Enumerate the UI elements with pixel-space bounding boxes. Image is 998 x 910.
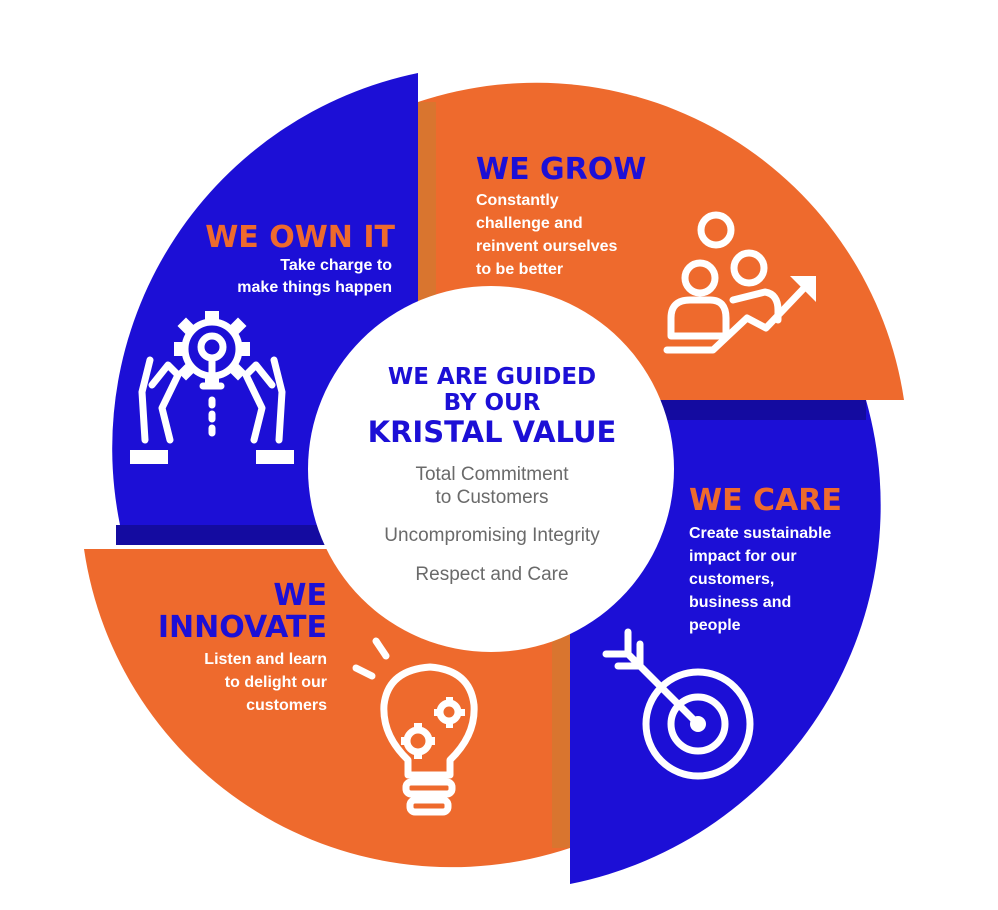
care-text: WE CARE Create sustainable impact for ou… (689, 483, 842, 634)
care-desc-line-1: Create sustainable (689, 525, 831, 542)
grow-desc-line-4: to be better (476, 261, 563, 278)
grow-desc-line-3: reinvent ourselves (476, 238, 618, 255)
gear-bulb-hands-icon (130, 311, 294, 464)
care-title: WE CARE (689, 483, 842, 518)
own-it-desc-line-2: make things happen (237, 279, 392, 296)
center-text: WE ARE GUIDED BY OUR KRISTAL VALUE Total… (368, 364, 617, 585)
center-title-line-3: KRISTAL VALUE (368, 415, 617, 449)
lightbulb-gears-icon (352, 637, 478, 816)
innovate-desc-line-2: to delight our (225, 674, 327, 691)
innovate-desc-line-3: customers (246, 697, 327, 714)
grow-text: WE GROW Constantly challenge and reinven… (476, 152, 646, 278)
own-it-text: WE OWN IT Take charge to make things hap… (205, 220, 395, 296)
innovate-title-line-1: WE (273, 578, 327, 613)
care-desc-line-2: impact for our (689, 548, 797, 565)
grow-desc-line-2: challenge and (476, 215, 583, 232)
care-desc-line-4: business and (689, 594, 791, 611)
target-arrow-icon (602, 628, 754, 780)
grow-desc-line-1: Constantly (476, 192, 559, 209)
center-title-line-2: BY OUR (444, 390, 541, 416)
people-growth-arrow-icon (663, 211, 816, 354)
value-1-line-1: Total Commitment (415, 464, 569, 485)
care-desc-line-5: people (689, 617, 741, 634)
grow-title: WE GROW (476, 152, 646, 187)
innovate-title-line-2: INNOVATE (158, 610, 327, 645)
own-it-title: WE OWN IT (205, 220, 395, 255)
value-1-line-2: to Customers (436, 487, 549, 508)
innovate-desc-line-1: Listen and learn (204, 651, 327, 668)
value-3: Respect and Care (415, 564, 568, 585)
center-circle (308, 286, 674, 652)
innovate-text: WE INNOVATE Listen and learn to delight … (158, 578, 327, 714)
center-title-line-1: WE ARE GUIDED (388, 364, 596, 390)
care-desc-line-3: customers, (689, 571, 774, 588)
value-2: Uncompromising Integrity (384, 525, 600, 546)
own-it-desc-line-1: Take charge to (280, 257, 392, 274)
